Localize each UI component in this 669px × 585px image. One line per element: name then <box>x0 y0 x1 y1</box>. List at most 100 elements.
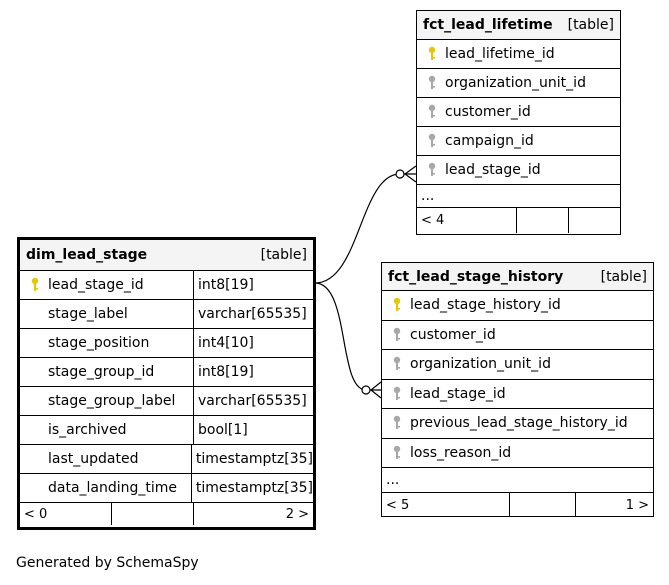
primary-key-icon <box>26 277 44 293</box>
column-name-cell: customer_id <box>417 98 620 126</box>
column-name: lead_stage_history_id <box>410 297 561 314</box>
column-name: lead_stage_id <box>410 385 506 402</box>
foreign-key-icon <box>388 415 406 431</box>
column-type: int4[10] <box>198 335 254 351</box>
column-name: organization_unit_id <box>410 356 551 373</box>
column-row[interactable]: organization_unit_id <box>417 69 620 98</box>
column-row[interactable]: loss_reason_id <box>382 439 653 468</box>
column-row[interactable]: previous_lead_stage_history_id <box>382 409 653 439</box>
column-type: timestamptz[35] <box>195 480 313 496</box>
table-header: dim_lead_stage [table] <box>20 240 313 271</box>
foreign-key-icon <box>423 162 441 178</box>
table-name: fct_lead_lifetime <box>423 17 553 33</box>
table-kind: [table] <box>260 247 307 263</box>
column-name-cell: stage_position <box>20 329 193 357</box>
column-row[interactable]: stage_label varchar[65535] <box>20 300 313 329</box>
footer-columns <box>509 493 575 517</box>
footer-columns <box>516 208 568 233</box>
column-name: stage_position <box>48 335 150 351</box>
footer-parents: < 4 <box>421 213 445 228</box>
crowsfoot-marker <box>370 381 382 399</box>
column-row[interactable]: lead_stage_id <box>382 380 653 409</box>
column-name: stage_group_label <box>48 393 176 409</box>
more-columns: ... <box>382 468 653 493</box>
more-columns: ... <box>417 185 620 208</box>
column-row[interactable]: stage_group_id int8[19] <box>20 358 313 387</box>
column-name: previous_lead_stage_history_id <box>410 415 628 432</box>
column-name-cell: lead_stage_id <box>417 156 620 184</box>
column-name-cell: stage_group_id <box>20 358 193 386</box>
column-name-cell: loss_reason_id <box>382 439 653 468</box>
crowsfoot-marker <box>403 165 417 183</box>
primary-key-icon <box>423 46 441 62</box>
footer-children: 2 > <box>193 503 313 525</box>
footer-parents: < 0 <box>24 506 48 522</box>
column-type: int8[19] <box>198 277 254 293</box>
footer-columns <box>111 503 193 525</box>
column-row[interactable]: is_archived bool[1] <box>20 416 313 445</box>
column-name: stage_group_id <box>48 364 155 380</box>
column-name-cell: lead_stage_id <box>382 380 653 409</box>
footer-parents: < 5 <box>386 497 410 513</box>
column-name: lead_stage_id <box>48 277 144 293</box>
column-name: campaign_id <box>445 133 534 149</box>
table-fct-lead-lifetime[interactable]: fct_lead_lifetime [table] lead_lifetime_… <box>416 10 621 235</box>
column-type-cell: timestamptz[35] <box>190 474 313 502</box>
column-type-cell: int4[10] <box>193 329 313 357</box>
column-type-cell: int8[19] <box>193 358 313 386</box>
table-header: fct_lead_stage_history [table] <box>382 263 653 291</box>
column-name-cell: is_archived <box>20 416 193 444</box>
table-footer: < 5 1 > <box>382 493 653 517</box>
table-footer: < 0 2 > <box>20 503 313 525</box>
generated-by-credit: Generated by SchemaSpy <box>16 555 199 571</box>
table-name: fct_lead_stage_history <box>388 268 564 285</box>
relationship-line-history <box>314 282 381 391</box>
column-name-cell: previous_lead_stage_history_id <box>382 409 653 438</box>
foreign-key-icon <box>388 386 406 402</box>
column-row[interactable]: campaign_id <box>417 127 620 156</box>
column-name: stage_label <box>48 306 128 322</box>
table-dim-lead-stage[interactable]: dim_lead_stage [table] lead_stage_id int8… <box>17 237 316 530</box>
column-row[interactable]: stage_group_label varchar[65535] <box>20 387 313 416</box>
column-name-cell: stage_group_label <box>20 387 193 415</box>
column-type: timestamptz[35] <box>195 451 313 467</box>
column-row[interactable]: customer_id <box>382 321 653 350</box>
relationship-line-lifetime <box>314 173 416 284</box>
foreign-key-icon <box>423 75 441 91</box>
column-type: int8[19] <box>198 364 254 380</box>
column-name: organization_unit_id <box>445 75 586 91</box>
column-name-cell: organization_unit_id <box>382 350 653 379</box>
column-type-cell: varchar[65535] <box>193 387 313 415</box>
foreign-key-icon <box>423 133 441 149</box>
column-row[interactable]: lead_stage_id int8[19] <box>20 271 313 300</box>
column-type: varchar[65535] <box>198 393 307 409</box>
column-type-cell: bool[1] <box>193 416 313 444</box>
column-name: loss_reason_id <box>410 444 512 461</box>
footer-children: 1 > <box>575 493 653 517</box>
table-fct-lead-stage-history[interactable]: fct_lead_stage_history [table] lead_stag… <box>381 262 654 517</box>
table-footer: < 4 <box>417 208 620 233</box>
column-row[interactable]: lead_stage_id <box>417 156 620 185</box>
column-type-cell: varchar[65535] <box>193 300 313 328</box>
column-name: is_archived <box>48 422 127 438</box>
table-kind: [table] <box>567 17 614 33</box>
column-name-cell: lead_lifetime_id <box>417 40 620 68</box>
foreign-key-icon <box>388 327 406 343</box>
column-name: last_updated <box>48 451 139 467</box>
column-row[interactable]: lead_lifetime_id <box>417 40 620 69</box>
column-row[interactable]: last_updated timestamptz[35] <box>20 445 313 474</box>
column-row[interactable]: stage_position int4[10] <box>20 329 313 358</box>
column-name-cell: campaign_id <box>417 127 620 155</box>
column-row[interactable]: lead_stage_history_id <box>382 291 653 321</box>
column-name: customer_id <box>410 326 496 343</box>
column-name: customer_id <box>445 104 531 120</box>
column-row[interactable]: customer_id <box>417 98 620 127</box>
relationship-end-circle <box>361 385 371 395</box>
foreign-key-icon <box>388 356 406 372</box>
column-name-cell: data_landing_time <box>20 474 191 502</box>
column-type: varchar[65535] <box>198 306 307 322</box>
table-kind: [table] <box>600 268 647 285</box>
column-row[interactable]: organization_unit_id <box>382 350 653 380</box>
